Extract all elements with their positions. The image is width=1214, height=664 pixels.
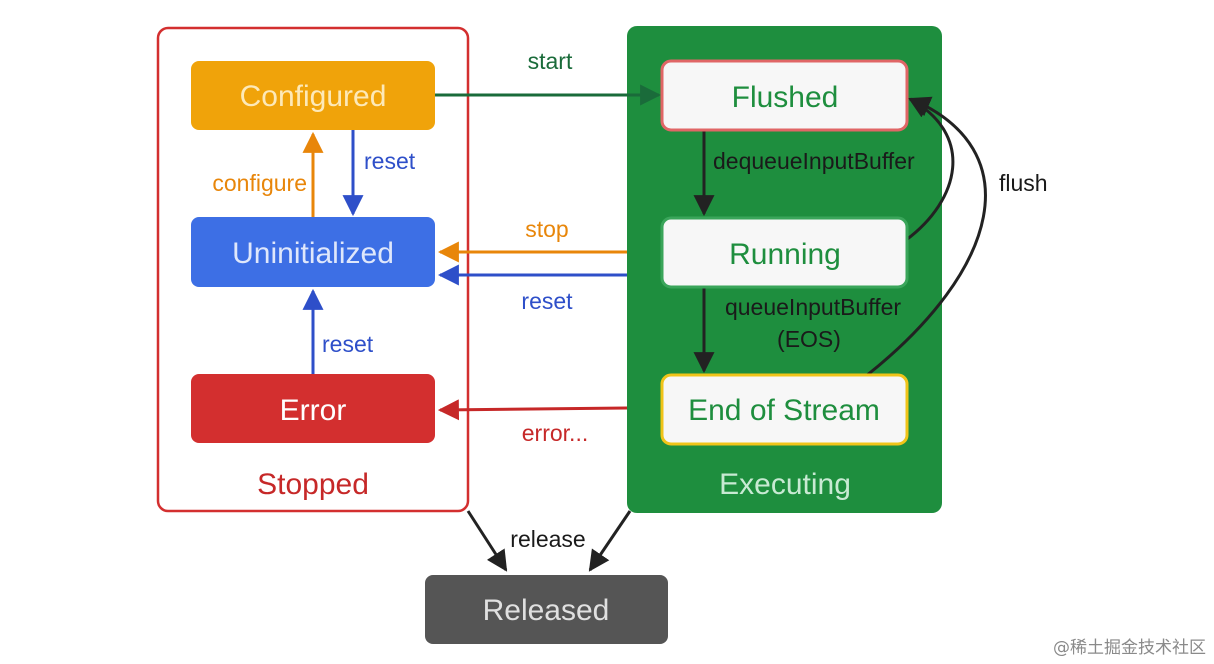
reset-error-label: reset (322, 331, 374, 357)
executing-group-label: Executing (719, 468, 851, 501)
release-arrow-stopped (466, 510, 508, 572)
release-arrow-executing (588, 510, 632, 572)
state-released-label: Released (483, 594, 610, 627)
state-running-label: Running (729, 238, 841, 271)
state-running: Running (660, 216, 909, 289)
flush-label: flush (999, 170, 1048, 196)
state-uninitialized-label: Uninitialized (232, 237, 394, 270)
state-configured: Configured (191, 61, 435, 130)
release-label: release (510, 526, 585, 552)
error-arrow (437, 399, 628, 421)
state-end-of-stream-label: End of Stream (688, 394, 880, 427)
state-flushed: Flushed (660, 59, 909, 132)
stopped-group-label: Stopped (257, 468, 369, 501)
queue-label-line1: queueInputBuffer (725, 294, 901, 320)
reset-executing-label: reset (521, 288, 573, 314)
state-error: Error (191, 374, 435, 443)
queue-label-line2: (EOS) (777, 326, 841, 352)
watermark: @稀土掘金技术社区 (1053, 638, 1206, 658)
state-uninitialized: Uninitialized (191, 217, 435, 287)
reset-configured-label: reset (364, 148, 416, 174)
state-end-of-stream: End of Stream (660, 373, 909, 446)
dequeue-label: dequeueInputBuffer (713, 148, 915, 174)
flush-arrow-eos (865, 96, 987, 378)
state-error-label: Error (280, 394, 347, 427)
error-label: error... (522, 420, 588, 446)
state-configured-label: Configured (240, 80, 387, 113)
configure-label: configure (212, 170, 307, 196)
start-label: start (528, 48, 573, 74)
state-released: Released (425, 575, 668, 644)
state-flushed-label: Flushed (732, 81, 839, 114)
stop-label: stop (525, 216, 568, 242)
